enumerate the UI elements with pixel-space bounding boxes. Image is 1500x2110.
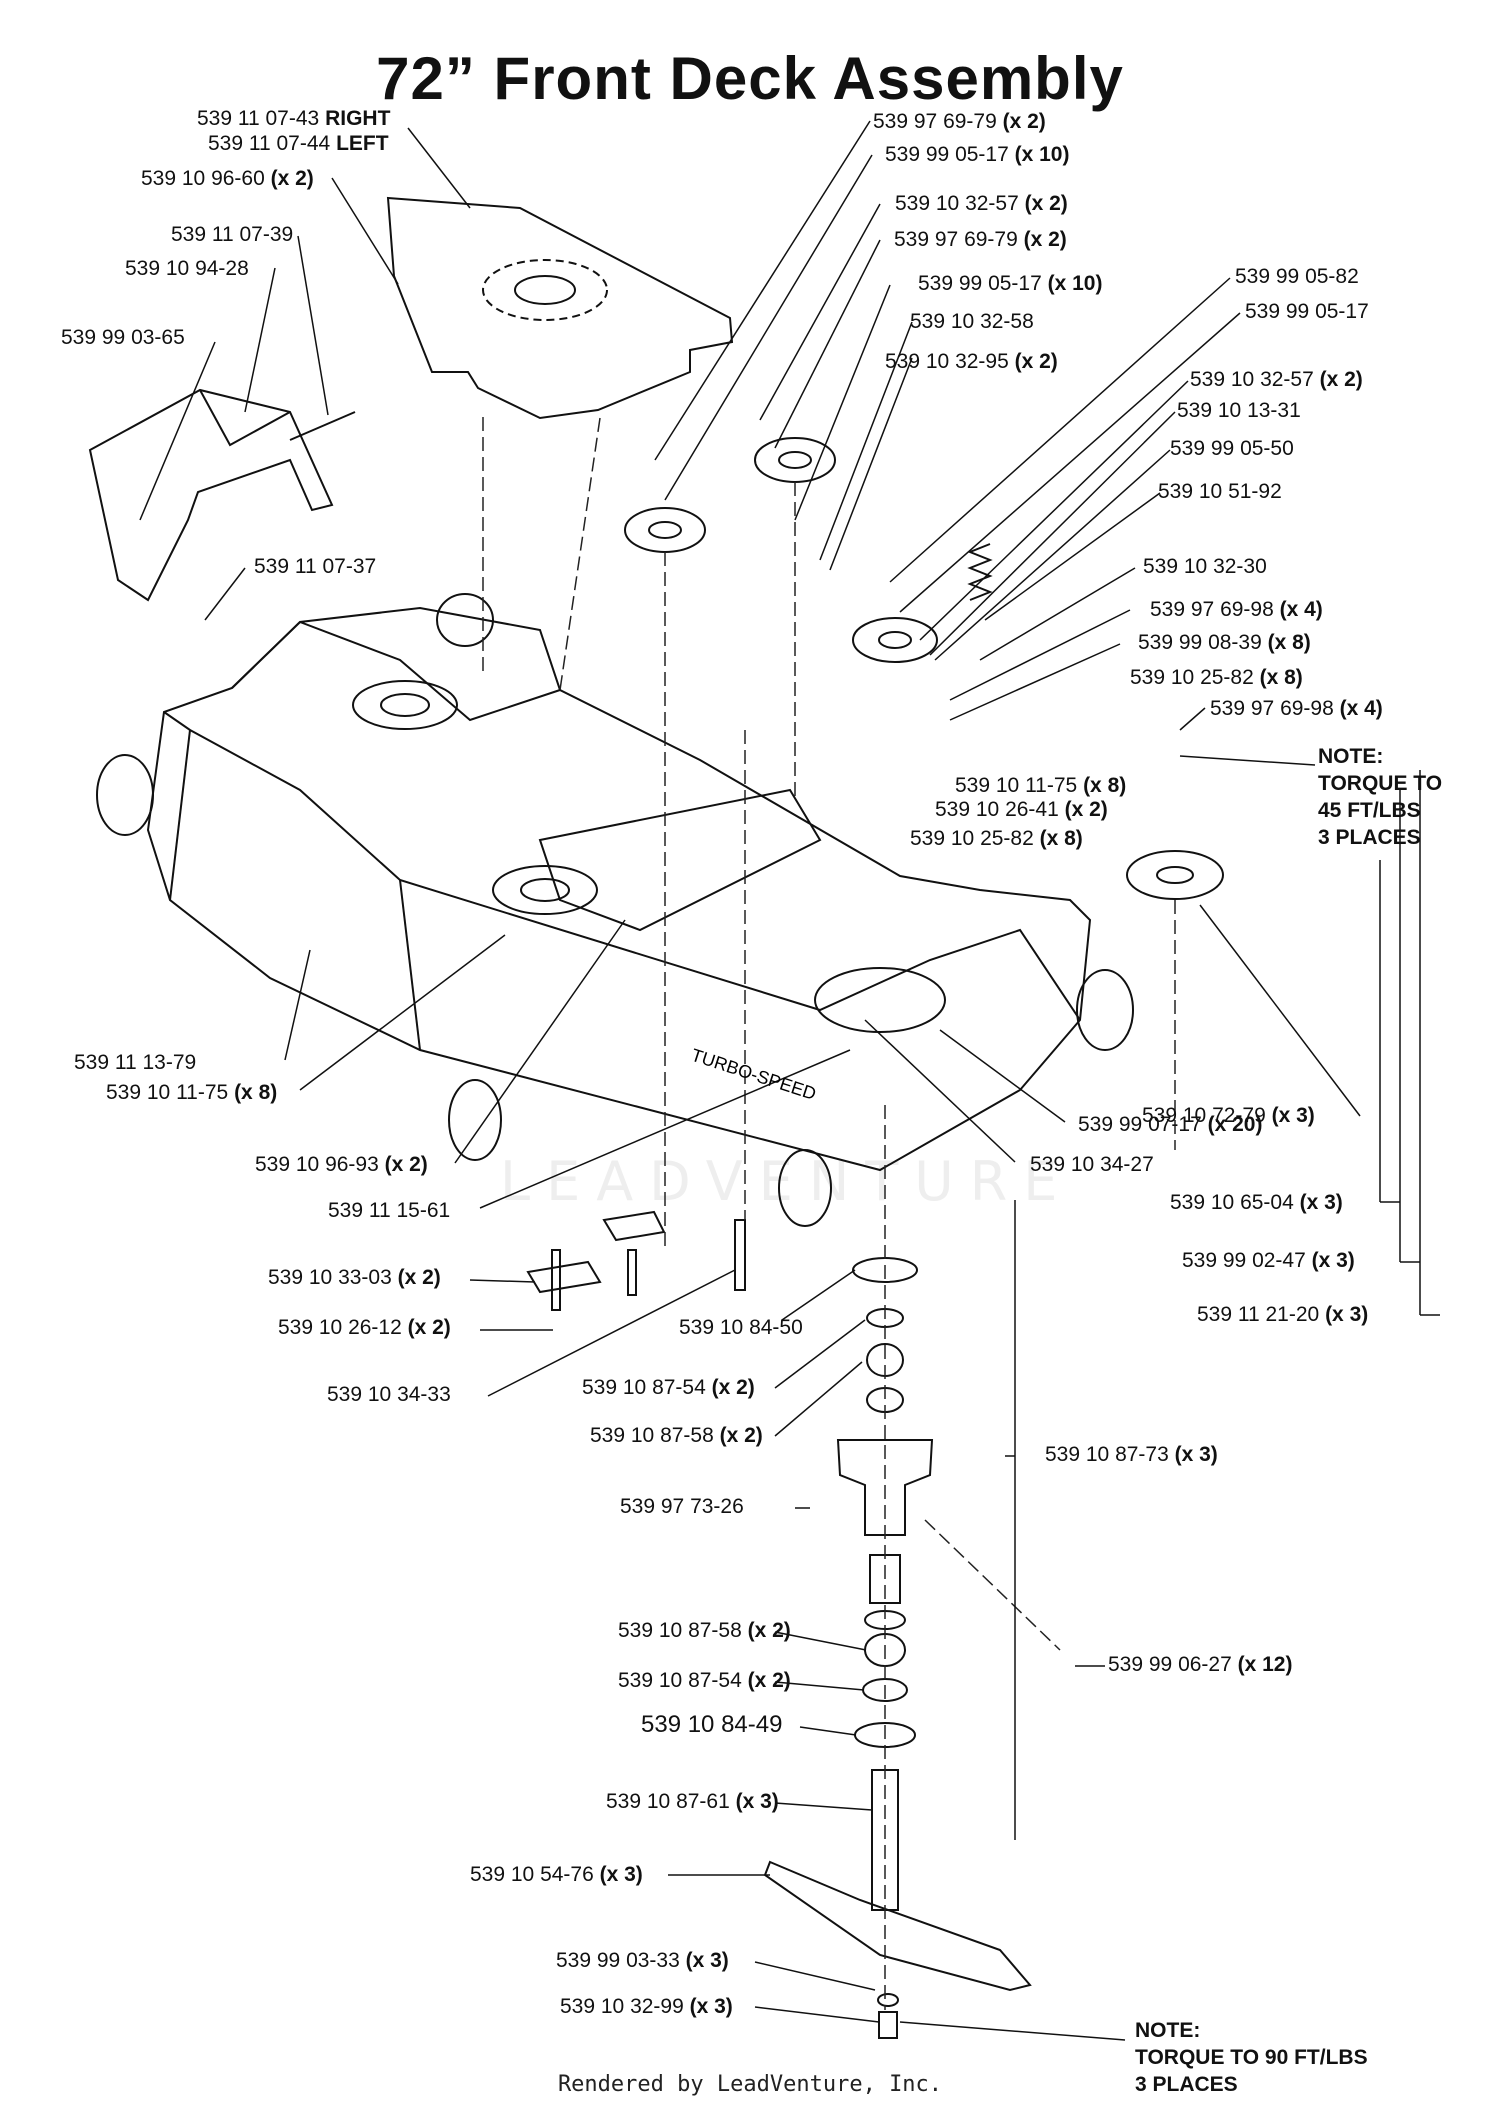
- part-label: 539 10 33-03 (x 2): [268, 1266, 441, 1289]
- part-label: 539 97 69-98 (x 4): [1150, 598, 1323, 621]
- part-label: 539 97 73-26: [620, 1495, 744, 1518]
- part-label: 539 97 69-98 (x 4): [1210, 697, 1383, 720]
- blade-bolt: [878, 2011, 898, 2039]
- discharge-chute: [88, 388, 334, 602]
- part-label: 539 10 65-04 (x 3): [1170, 1191, 1343, 1214]
- part-label: 539 97 69-79 (x 2): [894, 228, 1067, 251]
- part-label: 539 10 94-28: [125, 257, 249, 280]
- spindle-opening: [814, 967, 946, 1033]
- part-label: 539 10 54-76 (x 3): [470, 1863, 643, 1886]
- part-label: 539 10 96-60 (x 2): [141, 167, 314, 190]
- part-label: 539 10 84-49: [641, 1711, 783, 1738]
- bolt: [551, 1249, 561, 1311]
- part-label: 539 99 05-82: [1235, 265, 1359, 288]
- part-label: 539 10 87-58 (x 2): [590, 1424, 763, 1447]
- deck-pulley: [492, 865, 598, 915]
- part-label: 539 10 25-82 (x 8): [910, 827, 1083, 850]
- part-label: 539 10 51-92: [1158, 480, 1282, 503]
- spacer-plate: [602, 1210, 666, 1242]
- part-label: 539 10 11-75 (x 8): [955, 774, 1127, 797]
- part-label: 539 99 05-50: [1170, 437, 1294, 460]
- part-label: 539 11 07-37: [254, 555, 377, 578]
- part-label: 539 10 32-95 (x 2): [885, 350, 1058, 373]
- part-label: 539 10 87-54 (x 2): [618, 1669, 791, 1692]
- part-label: 539 10 26-12 (x 2): [278, 1316, 451, 1339]
- part-label: 539 99 03-33 (x 3): [556, 1949, 729, 1972]
- part-label: 539 99 03-65: [61, 326, 185, 349]
- bolt: [627, 1249, 637, 1296]
- tension-pulley: [852, 617, 938, 663]
- part-label: 539 10 32-99 (x 3): [560, 1995, 733, 2018]
- deck-wheel: [96, 754, 154, 836]
- deck-pulley: [352, 680, 458, 730]
- part-label: 539 99 02-47 (x 3): [1182, 1249, 1355, 1272]
- part-label: 539 97 69-79 (x 2): [873, 110, 1046, 133]
- part-label: 539 11 13-79: [74, 1051, 197, 1074]
- part-label: 539 10 32-30: [1143, 555, 1267, 578]
- part-label: 539 10 87-73 (x 3): [1045, 1443, 1218, 1466]
- belt-cover: [386, 196, 734, 420]
- mower-blade: [763, 1860, 1032, 1992]
- cover-boss: [482, 259, 608, 321]
- spindle-housing: [836, 1439, 934, 1536]
- deck-wheel: [448, 1079, 502, 1161]
- part-label: 539 10 11-75 (x 8): [106, 1081, 278, 1104]
- spindle-pulley: [1126, 850, 1224, 900]
- idler-pulley: [754, 437, 836, 483]
- deck-decal: TURBO-SPEED: [689, 1045, 819, 1104]
- part-label: 539 11 07-39: [171, 223, 294, 246]
- part-label: 539 10 32-57 (x 2): [1190, 368, 1363, 391]
- part-label: 539 10 32-57 (x 2): [895, 192, 1068, 215]
- part-label: 539 10 26-41 (x 2): [935, 798, 1108, 821]
- part-label: 539 10 72-79 (x 3): [1142, 1104, 1315, 1127]
- spacer-plate: [526, 1260, 602, 1294]
- idler-spring: [967, 543, 993, 601]
- mower-deck: [146, 606, 1092, 1172]
- idler-plate: [538, 788, 822, 932]
- part-label: 539 99 07-17 (x 20): [1078, 1113, 1263, 1136]
- part-label: 539 10 25-82 (x 8): [1130, 666, 1303, 689]
- part-label: 539 10 34-33: [327, 1383, 451, 1406]
- deck-wheel: [778, 1149, 832, 1227]
- part-label: 539 11 07-44 LEFT: [208, 132, 389, 155]
- deck-wheel: [1076, 969, 1134, 1051]
- part-label: 539 11 21-20 (x 3): [1197, 1303, 1369, 1326]
- part-label: 539 99 06-27 (x 12): [1108, 1653, 1293, 1676]
- part-label: 539 11 07-43 RIGHT: [197, 107, 391, 130]
- torque-note-45: NOTE: TORQUE TO 45 FT/LBS 3 PLACES: [1318, 745, 1443, 849]
- deck-wheel: [436, 593, 494, 647]
- part-label: 539 10 87-54 (x 2): [582, 1376, 755, 1399]
- part-label: 539 99 05-17 (x 10): [918, 272, 1103, 295]
- torque-note-90: NOTE: TORQUE TO 90 FT/LBS 3 PLACES: [1135, 2019, 1368, 2096]
- part-label: 539 99 08-39 (x 8): [1138, 631, 1311, 654]
- part-label: 539 11 15-61: [328, 1199, 451, 1222]
- bolt: [734, 1219, 746, 1291]
- part-label: 539 10 87-61 (x 3): [606, 1790, 779, 1813]
- part-label: 539 10 13-31: [1177, 399, 1301, 422]
- diagram-title: 72” Front Deck Assembly: [376, 45, 1124, 112]
- part-label: 539 10 32-58: [910, 310, 1034, 333]
- part-label: 539 10 84-50: [679, 1316, 803, 1339]
- part-label: 539 10 87-58 (x 2): [618, 1619, 791, 1642]
- part-label: 539 99 05-17 (x 10): [885, 143, 1070, 166]
- part-label: 539 10 96-93 (x 2): [255, 1153, 428, 1176]
- part-label: 539 10 34-27: [1030, 1153, 1154, 1176]
- footer-credit: Rendered by LeadVenture, Inc.: [557, 2072, 943, 2097]
- part-label: 539 99 05-17: [1245, 300, 1369, 323]
- idler-pulley: [624, 507, 706, 553]
